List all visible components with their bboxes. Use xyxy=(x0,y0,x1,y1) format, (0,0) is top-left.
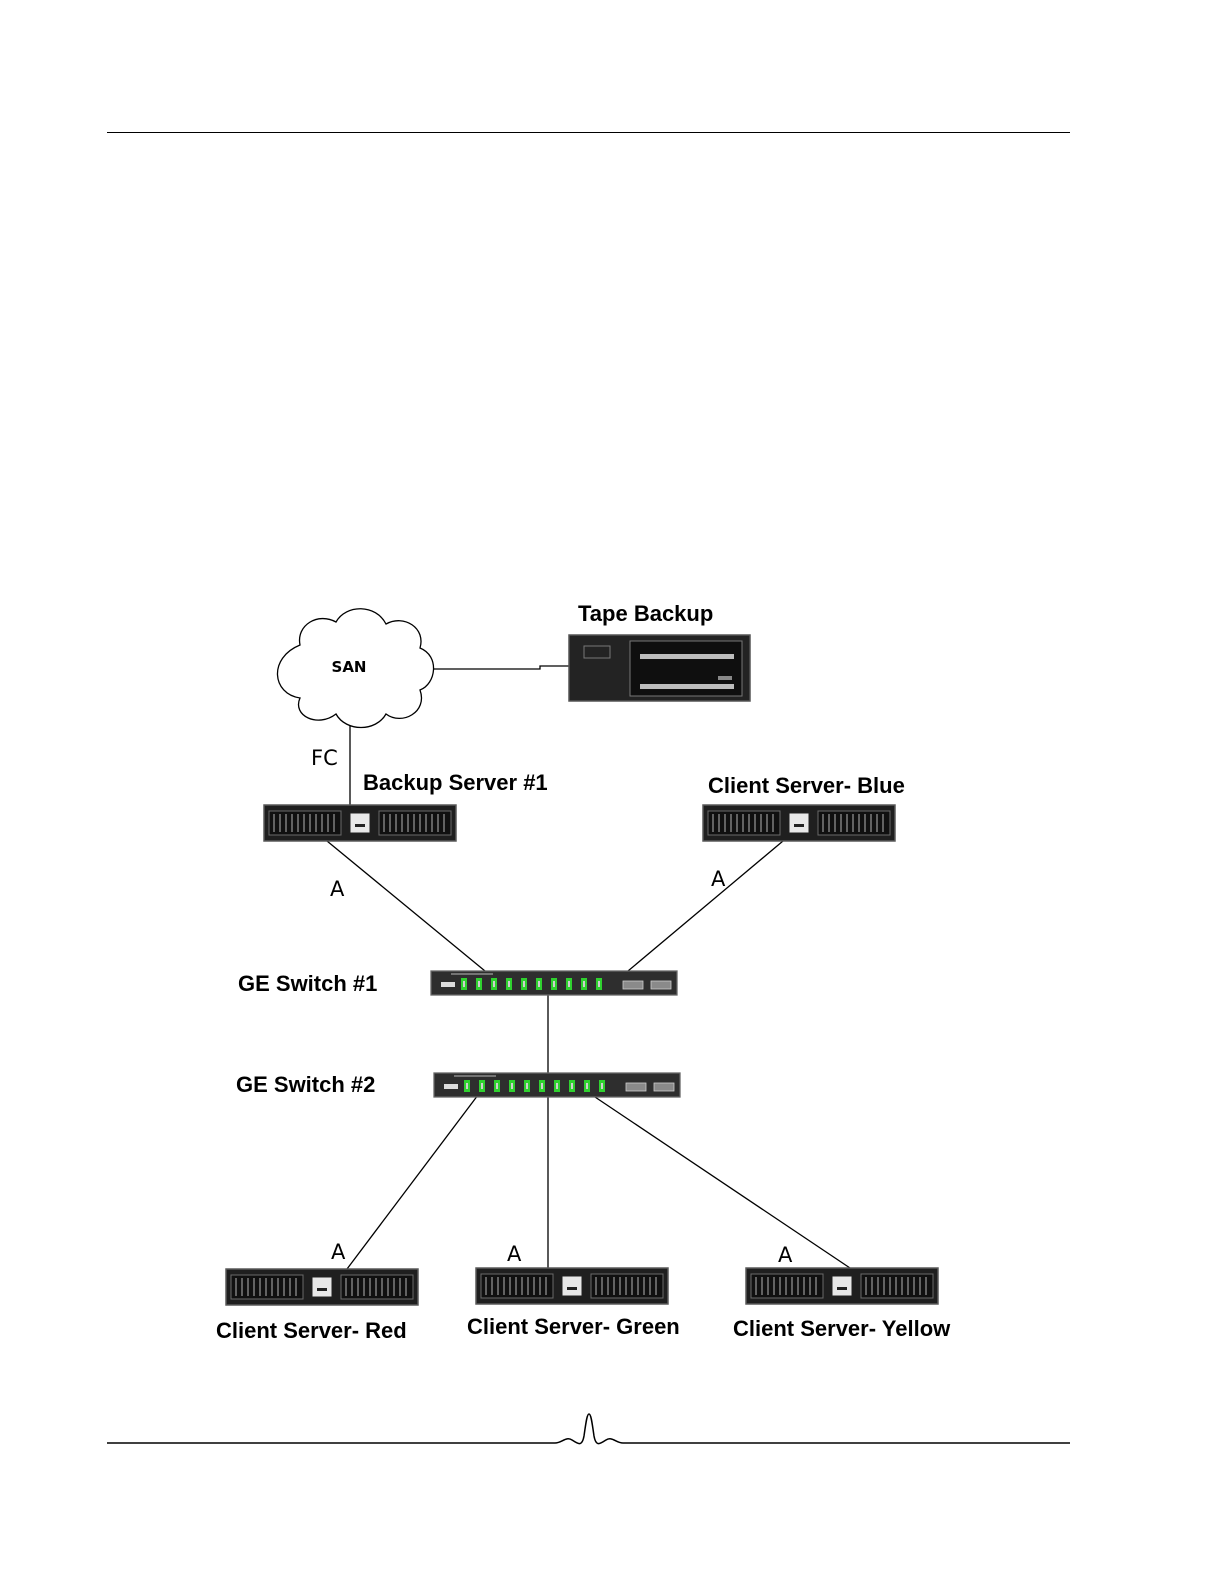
tape-backup-device xyxy=(569,635,750,701)
fc-link-label: FC xyxy=(311,746,338,770)
ge-switch-1-device xyxy=(431,971,677,995)
client-server-red-device xyxy=(226,1269,418,1305)
backup-server-label: Backup Server #1 xyxy=(363,770,548,795)
client-server-blue-device xyxy=(703,805,895,841)
connections xyxy=(327,666,850,1269)
blue-switch1-link-label: A xyxy=(711,867,726,891)
backup-switch1-link-label: A xyxy=(330,877,345,901)
client-server-yellow-label: Client Server- Yellow xyxy=(733,1316,951,1341)
client-server-green-device xyxy=(476,1268,668,1304)
yellow-switch2-link-label: A xyxy=(778,1243,793,1267)
ge-switch-1-label: GE Switch #1 xyxy=(238,971,377,996)
blue-switch1-link xyxy=(628,841,783,971)
backup-switch1-link xyxy=(327,841,485,971)
red-switch2-link xyxy=(347,1095,478,1269)
yellow-switch2-link xyxy=(592,1095,850,1268)
bottom-rule xyxy=(107,1414,1070,1444)
client-server-green-label: Client Server- Green xyxy=(467,1314,680,1339)
san-tape-link xyxy=(428,666,570,669)
client-server-red-label: Client Server- Red xyxy=(216,1318,407,1343)
red-switch2-link-label: A xyxy=(331,1240,346,1264)
backup-server-device xyxy=(264,805,456,841)
client-server-blue-label: Client Server- Blue xyxy=(708,773,905,798)
client-server-yellow-device xyxy=(746,1268,938,1304)
ge-switch-2-label: GE Switch #2 xyxy=(236,1072,375,1097)
san-cloud: SAN xyxy=(277,609,433,728)
san-label: SAN xyxy=(332,658,367,676)
green-switch2-link-label: A xyxy=(507,1242,522,1266)
tape-backup-label: Tape Backup xyxy=(578,601,713,626)
ge-switch-2-device xyxy=(434,1073,680,1097)
